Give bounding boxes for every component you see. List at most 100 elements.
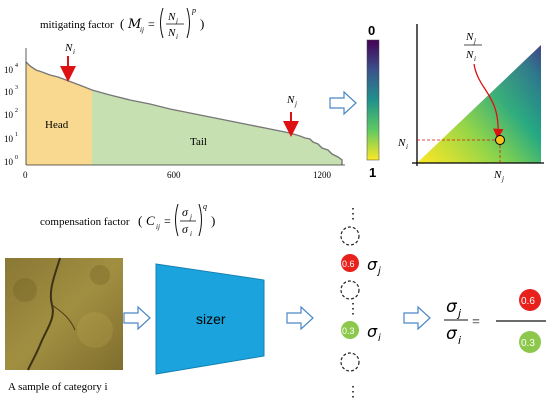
empty-node bbox=[340, 352, 360, 372]
formula-q: q bbox=[203, 202, 207, 211]
node-sigma-j: σ bbox=[367, 255, 378, 274]
frac-sigma-j-sub: j bbox=[456, 307, 462, 320]
ellipsis-top: ⋮ bbox=[346, 207, 360, 222]
sizer-block: sizer bbox=[155, 263, 265, 375]
result-red-node bbox=[519, 289, 541, 311]
formula-sigma-i-sub: i bbox=[190, 230, 192, 238]
hist-y-ticks: 10 4 10 3 10 2 10 1 10 0 bbox=[4, 63, 18, 167]
frac-sigma-i-sub: i bbox=[458, 334, 461, 347]
outline-arrow bbox=[286, 305, 314, 331]
node-red-value: 0.6 bbox=[342, 259, 355, 269]
sizer-label: sizer bbox=[196, 311, 226, 327]
ratio-bottom: N bbox=[465, 49, 474, 61]
head-region bbox=[26, 62, 92, 165]
result-green-node bbox=[519, 331, 541, 353]
formula-Nj-sub: j bbox=[175, 17, 178, 25]
formula-M: M bbox=[127, 17, 142, 32]
sample-image bbox=[5, 257, 123, 371]
y-tick-exp: 1 bbox=[15, 132, 18, 138]
heat-ni-sub: i bbox=[406, 143, 408, 151]
sizer-shape bbox=[155, 263, 265, 375]
ratio-top-sub: j bbox=[473, 37, 476, 45]
tail-label: Tail bbox=[190, 136, 207, 148]
result-top-value: 0.6 bbox=[521, 296, 535, 307]
mitigating-label: mitigating factor bbox=[40, 19, 114, 31]
left-paren-2 bbox=[175, 203, 179, 237]
ellipsis-mid: ⋮ bbox=[346, 302, 360, 317]
right-paren-2 bbox=[198, 203, 202, 237]
distribution-curve bbox=[25, 61, 343, 165]
formula-eq-2: = bbox=[164, 214, 171, 228]
heat-ni-label: N bbox=[397, 137, 406, 149]
node-sigma-i: σ bbox=[367, 322, 378, 341]
compensation-factor-formula: compensation factor ( C ij = σ j σ i q ) bbox=[40, 202, 215, 238]
node-column: ⋮ 0.6 σ j ⋮ 0.3 σ i ⋮ bbox=[340, 207, 381, 400]
empty-node bbox=[340, 280, 360, 300]
ratio-top: N bbox=[465, 31, 474, 43]
formula-sigma-j: σ bbox=[182, 205, 189, 219]
y-tick-exp: 0 bbox=[15, 155, 18, 161]
frac-sigma-i: σ bbox=[446, 324, 458, 344]
y-tick-exp: 4 bbox=[15, 63, 18, 69]
y-tick: 10 bbox=[4, 157, 14, 167]
y-tick-exp: 2 bbox=[15, 108, 18, 114]
x-tick: 1200 bbox=[313, 170, 332, 180]
mitigating-factor-formula: mitigating factor ( M ij = N j N i p ) bbox=[40, 6, 204, 41]
formula-C: C bbox=[146, 213, 155, 228]
nj-label: N bbox=[286, 94, 295, 106]
outline-arrow bbox=[329, 90, 357, 116]
head-label: Head bbox=[45, 119, 69, 131]
ratio-bottom-sub: i bbox=[474, 55, 476, 63]
right-paren bbox=[186, 7, 190, 39]
node-sigma-i-sub: i bbox=[378, 333, 381, 344]
long-tail-histogram: 10 4 10 3 10 2 10 1 10 0 0 600 1200 Head… bbox=[4, 42, 345, 180]
formula-Ni: N bbox=[167, 27, 176, 39]
formula-p: p bbox=[191, 6, 196, 15]
y-tick-exp: 3 bbox=[15, 85, 18, 91]
y-tick: 10 bbox=[4, 87, 14, 97]
ni-label: N bbox=[64, 42, 73, 54]
ellipsis-bottom: ⋮ bbox=[346, 385, 360, 400]
ratio-pointer bbox=[473, 63, 504, 140]
formula-Nj: N bbox=[167, 11, 176, 23]
formula-sigma-j-sub: j bbox=[189, 213, 192, 221]
node-green bbox=[341, 321, 359, 339]
y-tick: 10 bbox=[4, 134, 14, 144]
left-paren bbox=[160, 7, 164, 39]
frac-eq: = bbox=[472, 315, 480, 330]
ni-sub: i bbox=[73, 48, 75, 56]
node-sigma-j-sub: j bbox=[376, 266, 381, 277]
hist-x-ticks: 0 600 1200 bbox=[23, 170, 332, 180]
svg-text:): ) bbox=[211, 213, 215, 228]
outline-arrow bbox=[403, 305, 431, 331]
result-fraction: σ j σ i = 0.6 0.3 bbox=[444, 289, 546, 353]
colorbar-bottom-label: 1 bbox=[369, 165, 376, 180]
tail-region bbox=[92, 90, 342, 165]
formula-M-sub: ij bbox=[140, 26, 144, 34]
node-green-value: 0.3 bbox=[342, 326, 355, 336]
heat-nj-sub: j bbox=[501, 175, 504, 183]
ratio-point bbox=[495, 135, 505, 145]
sample-caption: A sample of category i bbox=[8, 381, 108, 393]
outline-arrow bbox=[123, 305, 151, 331]
y-tick: 10 bbox=[4, 110, 14, 120]
colorbar-gradient bbox=[366, 39, 380, 161]
x-tick: 600 bbox=[167, 170, 181, 180]
svg-text:(: ( bbox=[138, 213, 142, 228]
svg-text:): ) bbox=[200, 16, 204, 31]
crack-line bbox=[27, 257, 61, 371]
y-tick: 10 bbox=[4, 65, 14, 75]
frac-sigma-j: σ bbox=[446, 297, 458, 317]
formula-sigma-i: σ bbox=[182, 222, 189, 236]
colorbar: 0 1 bbox=[366, 23, 380, 180]
empty-node bbox=[340, 226, 360, 246]
x-tick: 0 bbox=[23, 170, 28, 180]
colorbar-top-label: 0 bbox=[368, 23, 375, 38]
result-bottom-value: 0.3 bbox=[521, 338, 535, 349]
formula-Ni-sub: i bbox=[176, 33, 178, 41]
node-red bbox=[341, 254, 359, 272]
heat-nj-label: N bbox=[493, 169, 502, 181]
ratio-heatmap: N j N i N i N j bbox=[397, 24, 544, 183]
compensation-label: compensation factor bbox=[40, 216, 130, 228]
